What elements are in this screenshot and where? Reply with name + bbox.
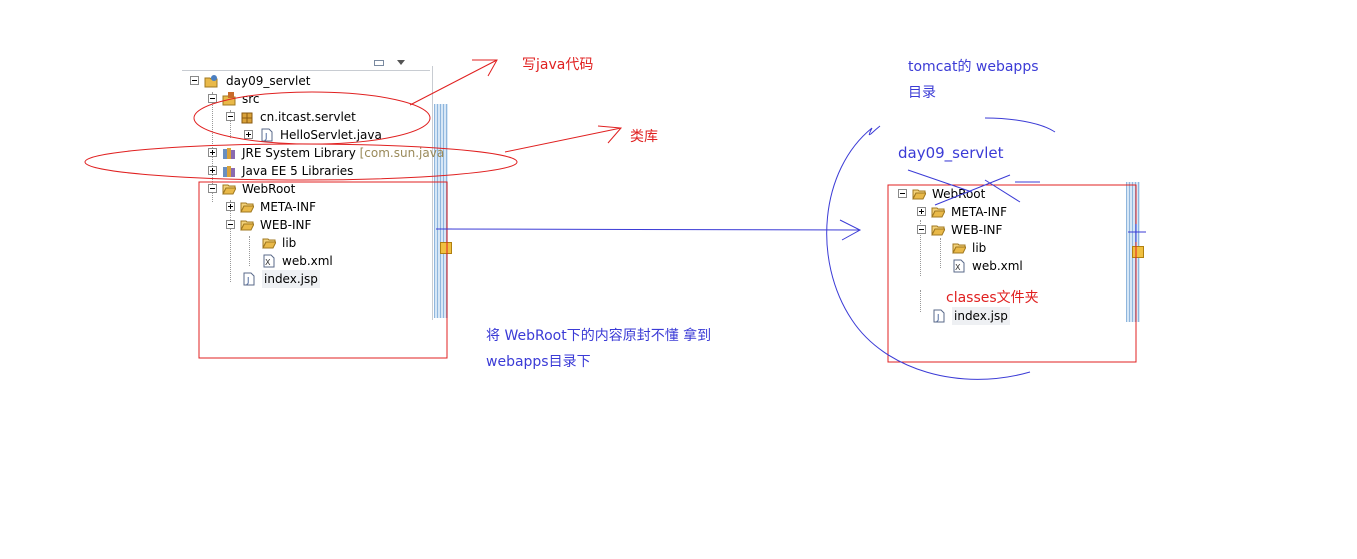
folder-icon bbox=[952, 243, 966, 254]
source-folder-icon bbox=[222, 92, 236, 106]
right-editor-marker-icon bbox=[1132, 246, 1144, 258]
jre-library-name: JRE System Library bbox=[242, 146, 356, 160]
open-folder-icon bbox=[931, 225, 945, 236]
libraries-ellipse bbox=[84, 143, 518, 181]
tree-guide-line bbox=[230, 110, 231, 138]
open-folder-icon bbox=[240, 220, 254, 231]
folder-icon bbox=[262, 238, 276, 249]
expand-toggle-icon[interactable] bbox=[917, 207, 926, 216]
collapse-toggle-icon[interactable] bbox=[190, 76, 199, 85]
java-project-icon bbox=[204, 75, 218, 88]
package-label: cn.itcast.servlet bbox=[260, 110, 356, 124]
move-note-line1: 将 WebRoot下的内容原封不懂 拿到 bbox=[486, 328, 712, 344]
jsp-file-icon: J bbox=[243, 272, 255, 286]
jre-library-decoration: [com.sun.java bbox=[359, 146, 445, 160]
collapse-toggle-icon[interactable] bbox=[226, 112, 235, 121]
collapse-toggle-icon[interactable] bbox=[208, 94, 217, 103]
collapse-toggle-icon[interactable] bbox=[917, 225, 926, 234]
open-folder-icon bbox=[912, 189, 926, 200]
svg-text:J: J bbox=[246, 276, 249, 285]
web-inf-label: WEB-INF bbox=[951, 223, 1003, 237]
move-note-line2: webapps目录下 bbox=[486, 354, 591, 370]
svg-text:X: X bbox=[955, 263, 961, 272]
javaee-library-label: Java EE 5 Libraries bbox=[242, 164, 354, 178]
cross-mark bbox=[907, 169, 1040, 206]
expand-toggle-icon[interactable] bbox=[208, 166, 217, 175]
minimize-icon[interactable] bbox=[374, 60, 384, 66]
index-jsp-label: index.jsp bbox=[262, 270, 320, 288]
open-folder-icon bbox=[240, 202, 254, 213]
left-scrollbar-track-line bbox=[432, 66, 433, 320]
write-java-note: 写java代码 bbox=[522, 57, 594, 73]
webapps-project-name: day09_servlet bbox=[898, 144, 1004, 162]
package-icon bbox=[241, 112, 253, 124]
web-inf-label: WEB-INF bbox=[260, 218, 312, 232]
tomcat-webapps-note-line2: 目录 bbox=[908, 85, 936, 101]
index-jsp-label: index.jsp bbox=[952, 307, 1010, 325]
tree-guide-line bbox=[212, 92, 213, 202]
tree-guide-line bbox=[920, 220, 921, 276]
project-label: day09_servlet bbox=[226, 74, 311, 88]
classes-folder-note: classes文件夹 bbox=[946, 290, 1039, 306]
jsp-file-icon: J bbox=[933, 309, 945, 323]
tree-guide-line bbox=[249, 236, 250, 266]
open-folder-icon bbox=[222, 184, 236, 195]
svg-text:J: J bbox=[936, 313, 939, 322]
collapse-toggle-icon[interactable] bbox=[226, 220, 235, 229]
move-arrow bbox=[435, 219, 862, 241]
meta-inf-label: META-INF bbox=[951, 205, 1008, 219]
write-java-arrow bbox=[409, 59, 498, 106]
svg-text:J: J bbox=[264, 132, 267, 141]
webroot-label: WebRoot bbox=[242, 182, 296, 196]
right-tree: WebRoot META-INF WEB-INF lib X web.xml J… bbox=[888, 182, 1124, 325]
web-xml-label: web.xml bbox=[972, 259, 1023, 273]
tree-guide-line bbox=[940, 238, 941, 268]
left-panel-top-border bbox=[182, 70, 430, 71]
webapps-circle bbox=[826, 117, 1056, 380]
library-icon bbox=[223, 166, 235, 177]
right-package-explorer bbox=[888, 182, 1144, 322]
lib-label: lib bbox=[282, 236, 297, 250]
left-webroot-box bbox=[198, 181, 448, 359]
right-marker-ticks bbox=[1128, 224, 1146, 242]
web-xml-label: web.xml bbox=[282, 254, 333, 268]
expand-toggle-icon[interactable] bbox=[208, 148, 217, 157]
xml-file-icon: X bbox=[263, 254, 275, 268]
left-scrollbar[interactable] bbox=[434, 104, 448, 318]
view-menu-icon[interactable] bbox=[397, 60, 405, 65]
lib-label: lib bbox=[972, 241, 987, 255]
collapse-toggle-icon[interactable] bbox=[208, 184, 217, 193]
open-folder-icon bbox=[931, 207, 945, 218]
left-editor-marker-icon bbox=[440, 242, 452, 254]
tree-guide-line bbox=[230, 200, 231, 282]
jre-library-label: JRE System Library [com.sun.java bbox=[242, 144, 444, 162]
expand-toggle-icon[interactable] bbox=[244, 130, 253, 139]
tomcat-webapps-note-line1: tomcat的 webapps bbox=[908, 59, 1039, 75]
libraries-note: 类库 bbox=[630, 129, 658, 145]
library-icon bbox=[223, 148, 235, 159]
package-ellipse bbox=[193, 91, 431, 145]
left-tree: day09_servlet src cn.itcast.servlet J He… bbox=[182, 58, 444, 320]
servlet-file-label: HelloServlet.java bbox=[280, 128, 382, 142]
xml-file-icon: X bbox=[953, 259, 965, 273]
collapse-toggle-icon[interactable] bbox=[898, 189, 907, 198]
svg-text:X: X bbox=[265, 258, 271, 267]
expand-toggle-icon[interactable] bbox=[226, 202, 235, 211]
libraries-arrow bbox=[504, 125, 623, 153]
right-webroot-box bbox=[887, 184, 1137, 363]
java-file-icon: J bbox=[261, 128, 273, 142]
tree-guide-line bbox=[920, 290, 921, 312]
meta-inf-label: META-INF bbox=[260, 200, 317, 214]
